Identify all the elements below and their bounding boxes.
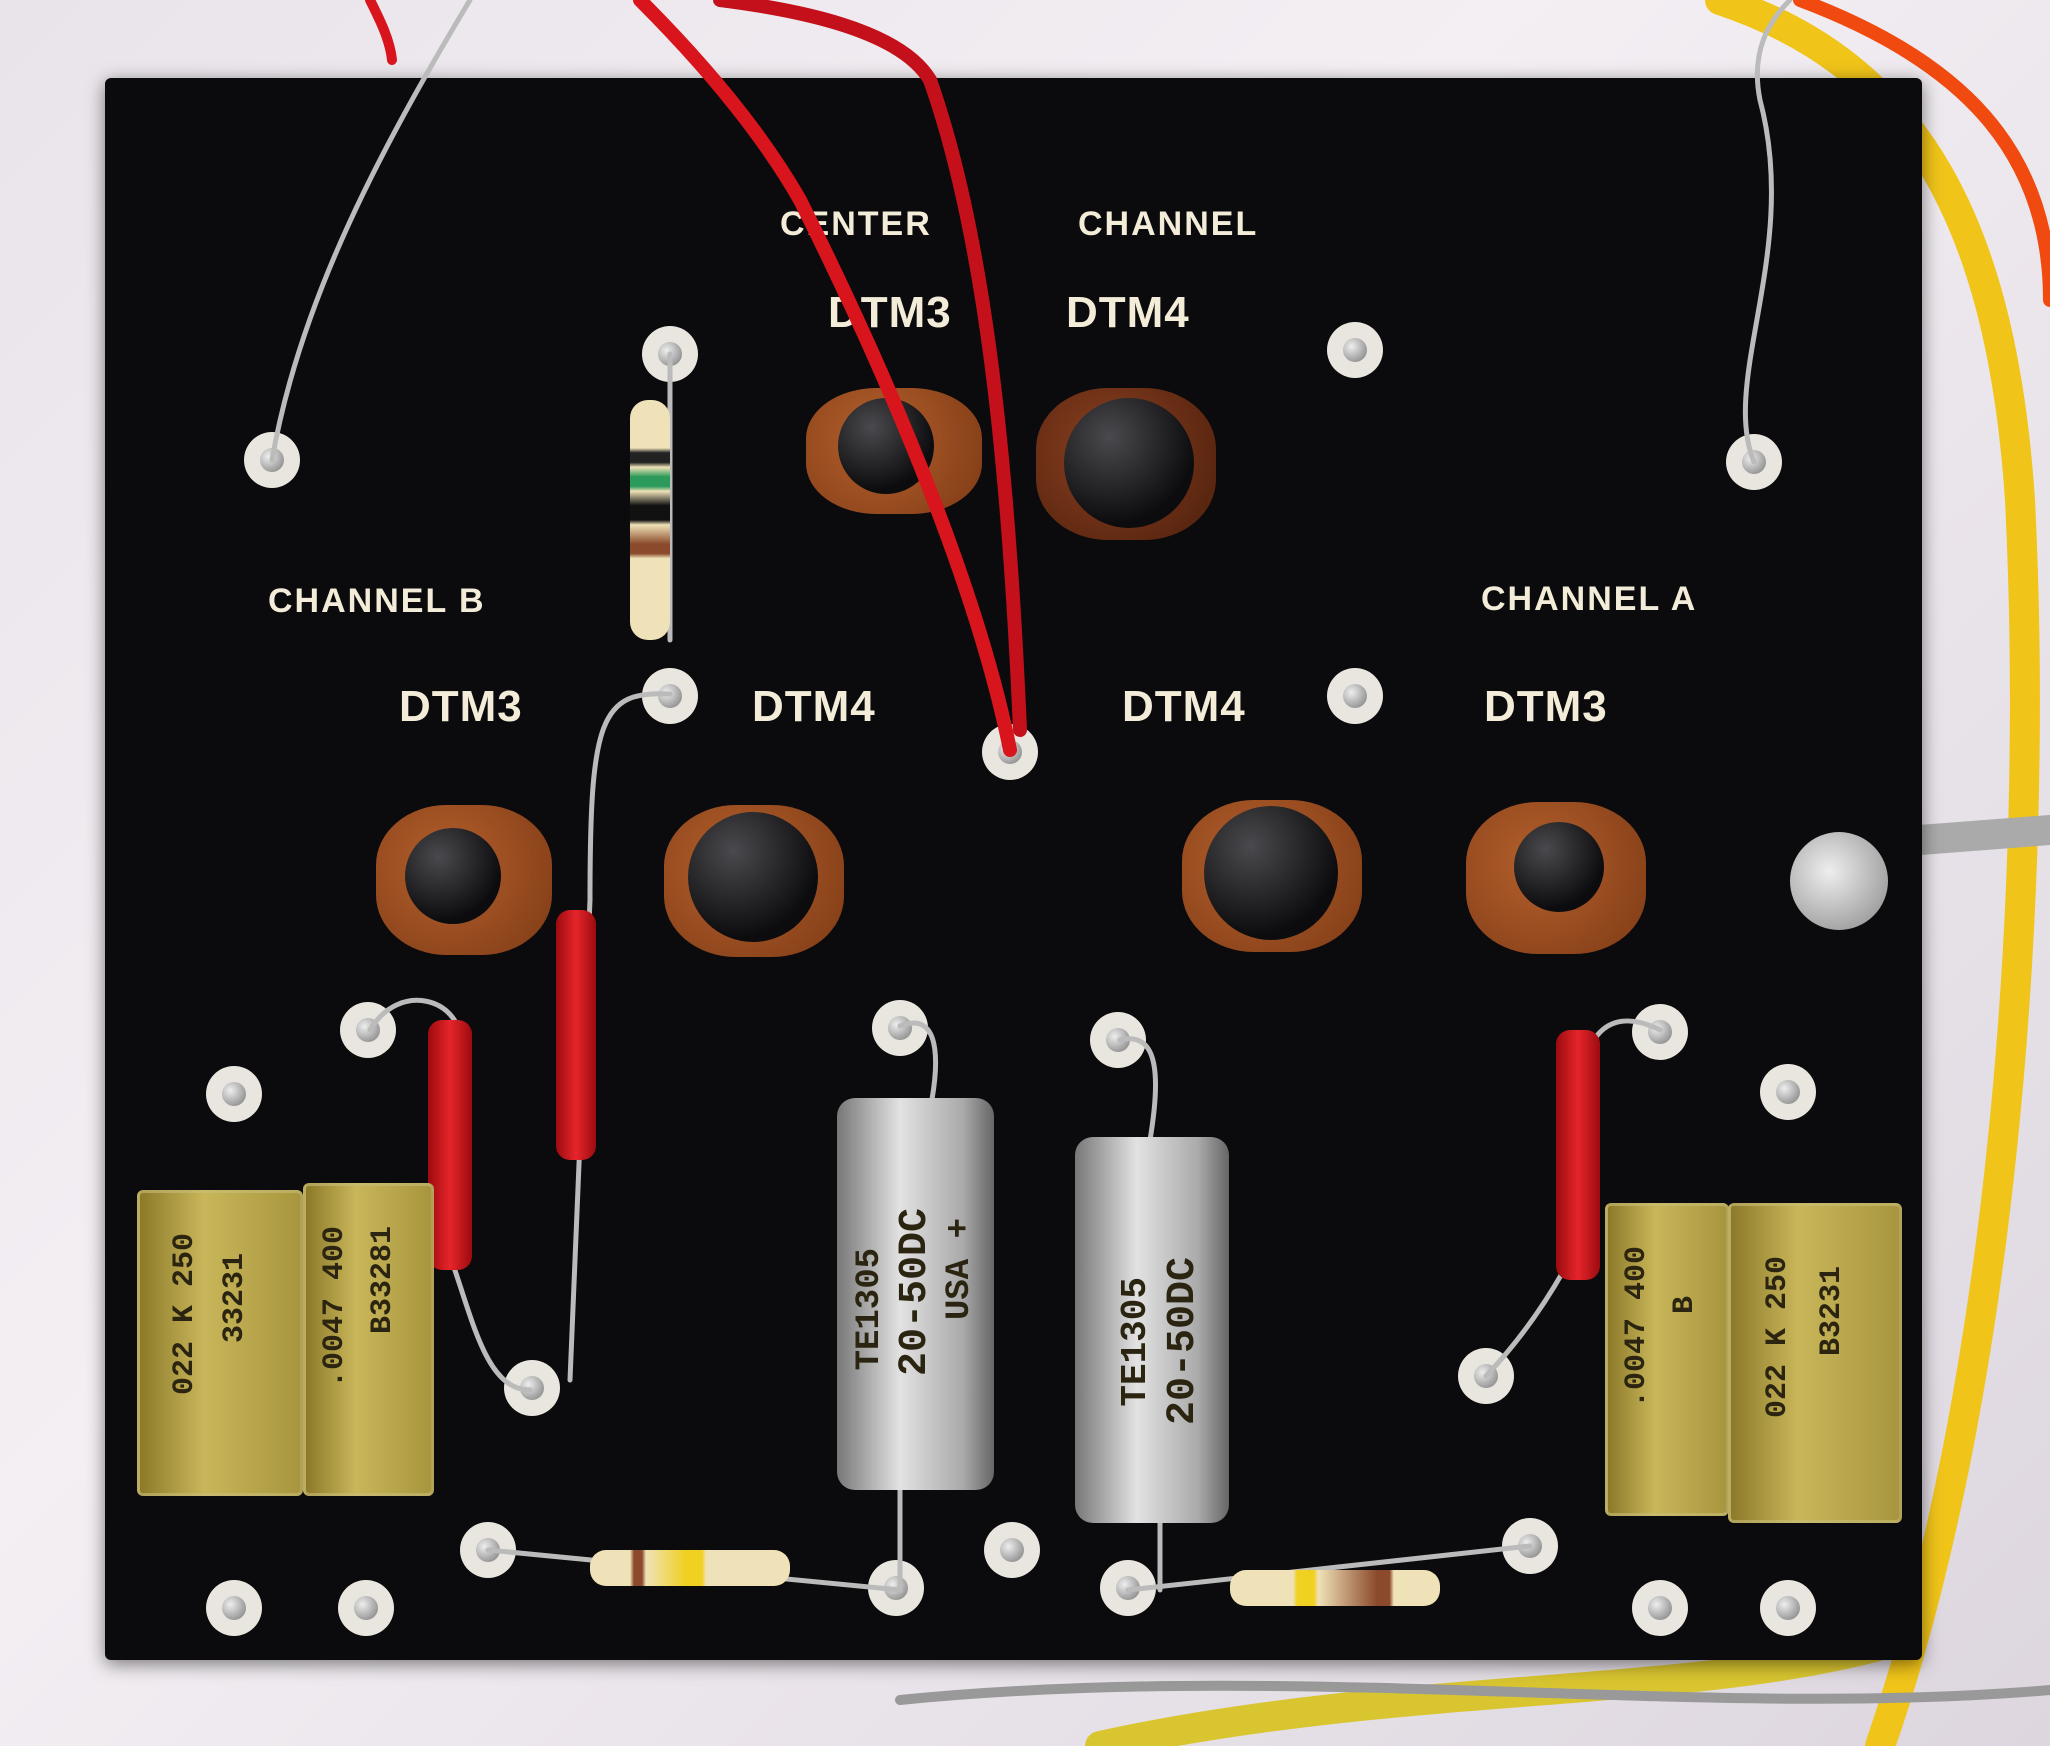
electrolytic-capacitor: TE1305 20-50DC USA +	[837, 1098, 994, 1490]
channel-a-label: CHANNEL A	[1481, 580, 1698, 618]
terminal-post	[984, 1522, 1040, 1578]
resistor	[630, 400, 670, 640]
a-dtm3-label: DTM3	[1484, 682, 1608, 731]
capacitor-origin: USA +	[941, 1218, 979, 1321]
transistor-a-dtm3	[1514, 822, 1604, 912]
terminal-post	[1726, 434, 1782, 490]
terminal-post	[1760, 1064, 1816, 1120]
capacitor-value: 022 K 250	[1761, 1256, 1795, 1419]
resistor-red	[556, 910, 596, 1160]
capacitor-value: .0047 400	[318, 1226, 352, 1389]
b-dtm4-label: DTM4	[752, 682, 876, 731]
terminal-post	[338, 1580, 394, 1636]
capacitor-code: B3231	[1815, 1266, 1849, 1357]
film-capacitor: .0047 400 B	[1605, 1203, 1729, 1516]
terminal-post	[1632, 1580, 1688, 1636]
film-capacitor: .0047 400 B33281	[303, 1183, 434, 1496]
resistor-red	[428, 1020, 472, 1270]
channel-b-label: CHANNEL B	[268, 582, 486, 620]
center-channel-label: CHANNEL	[1078, 205, 1259, 243]
film-capacitor: 022 K 250 33231	[137, 1190, 303, 1496]
capacitor-rating: 20-50DC	[1161, 1257, 1206, 1426]
terminal-post	[1327, 668, 1383, 724]
center-dtm4-label: DTM4	[1066, 288, 1190, 337]
electrolytic-capacitor: TE1305 20-50DC	[1075, 1137, 1229, 1523]
capacitor-code: B	[1668, 1296, 1702, 1315]
a-dtm4-label: DTM4	[1122, 682, 1246, 731]
capacitor-model: TE1305	[1115, 1277, 1156, 1407]
b-dtm3-label: DTM3	[399, 682, 523, 731]
mounting-screw	[1790, 832, 1888, 930]
capacitor-value: 022 K 250	[168, 1233, 202, 1396]
resistor-red	[1556, 1030, 1600, 1280]
capacitor-model: TE1305	[851, 1248, 889, 1371]
resistor	[590, 1550, 790, 1586]
capacitor-code: B33281	[366, 1226, 400, 1335]
capacitor-value: .0047 400	[1620, 1246, 1654, 1409]
resistor	[1230, 1570, 1440, 1606]
transistor-center-dtm4	[1064, 398, 1194, 528]
terminal-post	[206, 1066, 262, 1122]
capacitor-code: 33231	[218, 1253, 252, 1344]
terminal-post	[1760, 1580, 1816, 1636]
capacitor-rating: 20-50DC	[893, 1208, 938, 1377]
terminal-post	[1327, 322, 1383, 378]
transistor-a-dtm4	[1204, 806, 1338, 940]
transistor-b-dtm3	[405, 828, 501, 924]
terminal-post	[206, 1580, 262, 1636]
film-capacitor: 022 K 250 B3231	[1728, 1203, 1902, 1523]
transistor-b-dtm4	[688, 812, 818, 942]
